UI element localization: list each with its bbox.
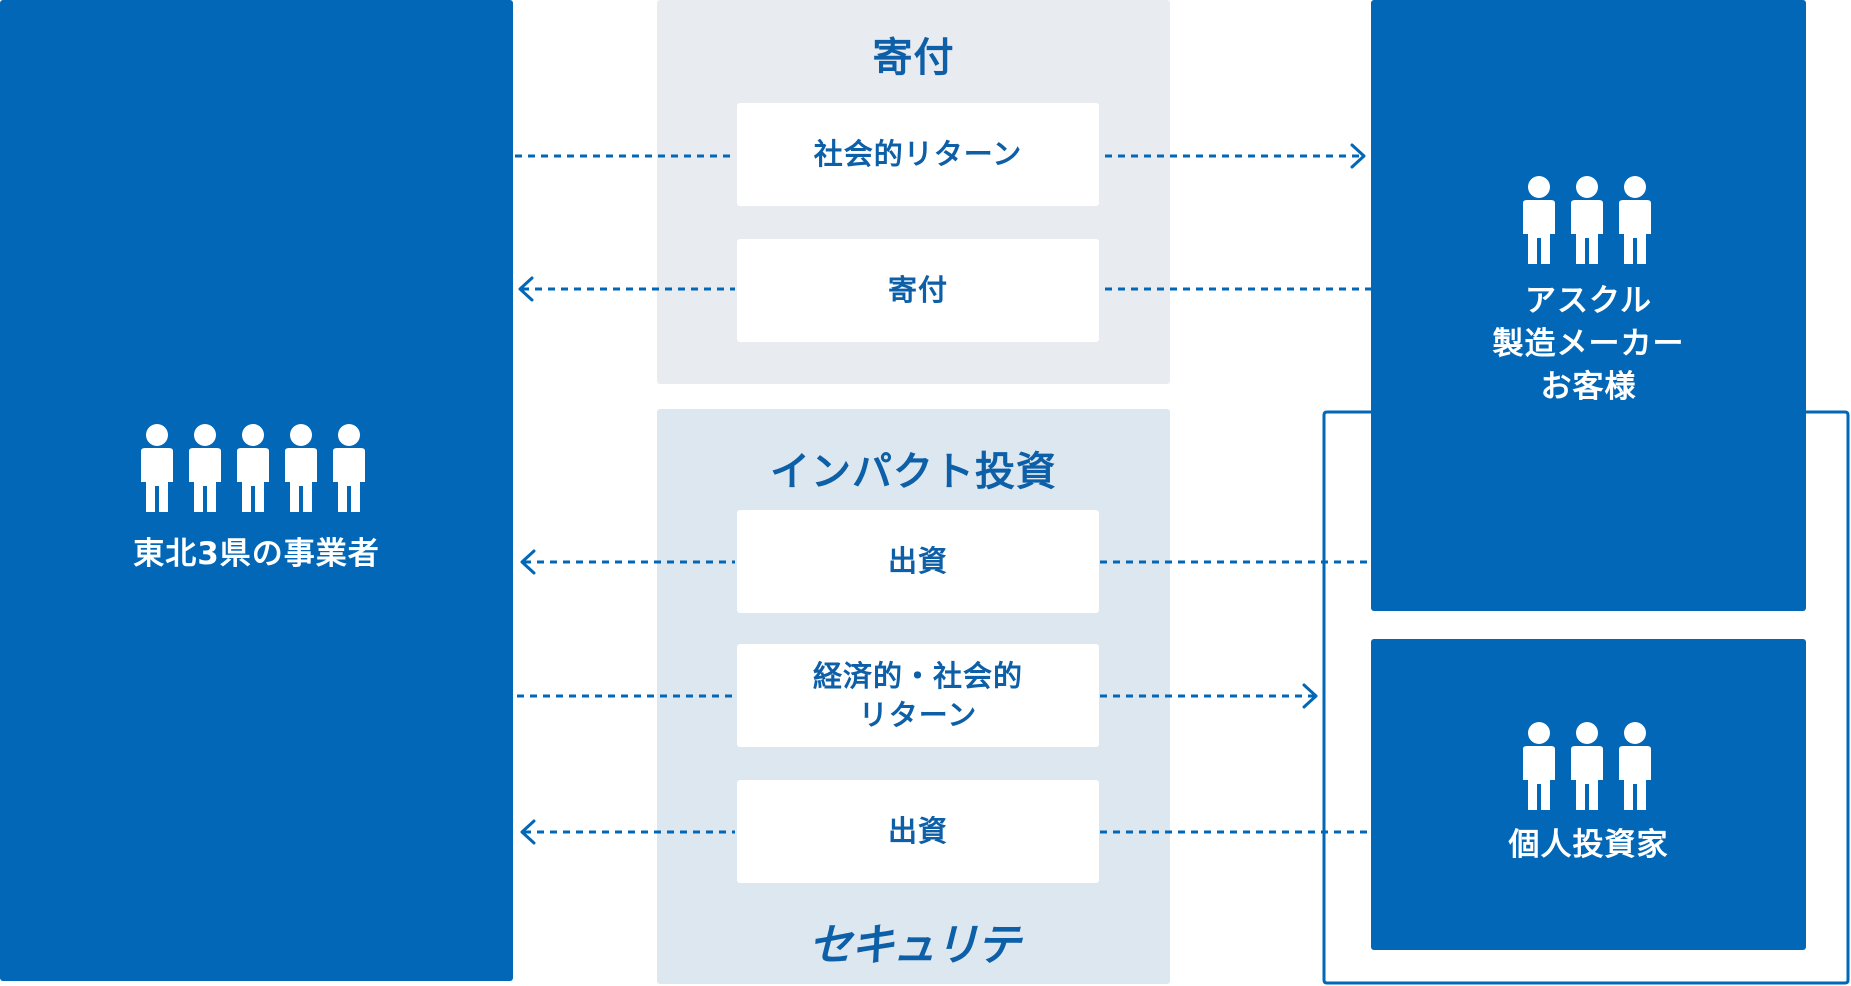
askul-line2: 製造メーカー [1492, 326, 1685, 362]
investment-card-2: 出資 [737, 780, 1099, 883]
donation-label: 寄付 [887, 273, 948, 307]
chevron-left-icon [520, 819, 536, 845]
tohoku-businesses-box: 東北3県の事業者 [0, 0, 513, 981]
person-icon [189, 424, 221, 512]
askul-line1: アスクル [1524, 283, 1653, 319]
person-icon [237, 424, 269, 512]
donation-panel: 寄付 社会的リターン 寄付 [657, 0, 1170, 384]
person-icon [1571, 176, 1603, 264]
person-icon [141, 424, 173, 512]
askul-customers-box: アスクル 製造メーカー お客様 [1371, 0, 1806, 611]
investment-card-1: 出資 [737, 510, 1099, 613]
investor-group-bracket [1322, 410, 1850, 985]
person-icon [1523, 176, 1555, 264]
social-return-label: 社会的リターン [813, 137, 1023, 171]
person-icon [1619, 722, 1651, 810]
person-icon [1619, 176, 1651, 264]
chevron-right-icon [1302, 683, 1318, 709]
people-group-5 [135, 424, 371, 512]
donation-card: 寄付 [737, 239, 1099, 342]
individual-investors-label: 個人投資家 [1508, 827, 1669, 863]
askul-line3: お客様 [1540, 369, 1637, 405]
tohoku-businesses-label: 東北3県の事業者 [133, 536, 380, 572]
individual-investors-box: 個人投資家 [1371, 639, 1806, 950]
person-icon [333, 424, 365, 512]
impact-investment-title: インパクト投資 [770, 449, 1057, 495]
economic-social-return-card: 経済的・社会的 リターン [737, 644, 1099, 747]
donation-panel-title: 寄付 [872, 35, 955, 81]
people-group-3-bottom [1517, 722, 1657, 810]
chevron-left-icon [518, 276, 534, 302]
chevron-left-icon [520, 549, 536, 575]
investment-label-1: 出資 [887, 544, 948, 578]
person-icon [1571, 722, 1603, 810]
investment-label-2: 出資 [887, 814, 948, 848]
people-group-3-top [1517, 176, 1657, 264]
economic-social-return-line1: 経済的・社会的 [812, 658, 1023, 693]
economic-social-return-line2: リターン [858, 697, 978, 732]
chevron-right-icon [1350, 143, 1366, 169]
social-return-card: 社会的リターン [737, 103, 1099, 206]
person-icon [285, 424, 317, 512]
securite-logo: セキュリテ [808, 920, 1021, 971]
person-icon [1523, 722, 1555, 810]
impact-investment-panel: インパクト投資 出資 経済的・社会的 リターン 出資 セキュリテ [657, 409, 1170, 984]
